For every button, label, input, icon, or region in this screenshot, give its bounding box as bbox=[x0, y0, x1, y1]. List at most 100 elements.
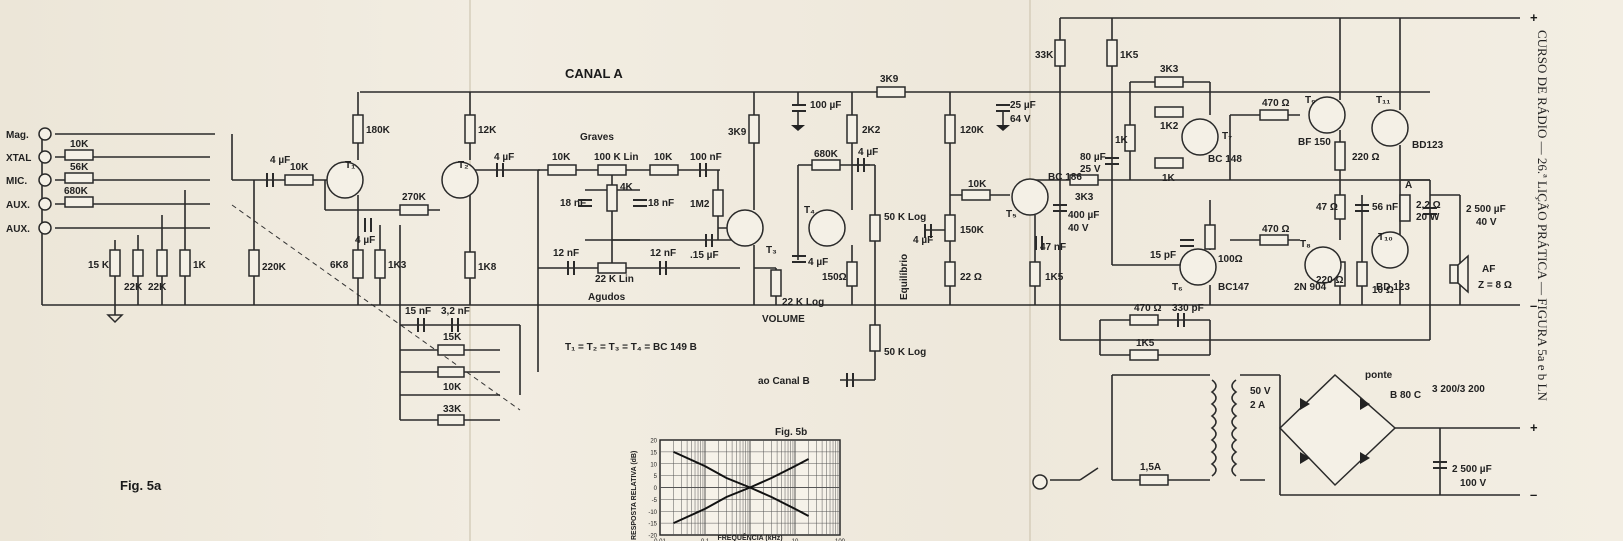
speaker-icon bbox=[1449, 264, 1459, 284]
resistor-label: 220 Ω bbox=[1316, 275, 1343, 286]
speaker-label: AF bbox=[1482, 264, 1495, 275]
transformer-secondary bbox=[1231, 379, 1238, 477]
resistor-label: 15K bbox=[443, 332, 462, 343]
transistor bbox=[1371, 109, 1409, 147]
resistor-label: 180K bbox=[366, 125, 391, 136]
agudos-label: Agudos bbox=[588, 292, 626, 303]
resistor-label: 50 K Log bbox=[884, 347, 926, 358]
transistor-label: BD 123 bbox=[1376, 282, 1410, 293]
resistor-label: 2K2 bbox=[862, 125, 881, 136]
capacitor-label: 25 µF bbox=[1010, 100, 1036, 111]
ground-icon bbox=[106, 111, 1010, 324]
resistor-label: 470 Ω bbox=[1262, 98, 1289, 109]
capacitor-label: 4 µF bbox=[913, 235, 933, 246]
resistor-label: 1K5 bbox=[1045, 272, 1064, 283]
input-label: Mag. bbox=[6, 130, 29, 141]
resistor-label: 100Ω bbox=[1218, 254, 1243, 265]
resistor-label: 1K2 bbox=[1160, 121, 1179, 132]
chart-ytick-label: 0 bbox=[654, 486, 658, 492]
resistor-label: 120K bbox=[960, 125, 985, 136]
input-label: AUX. bbox=[6, 200, 30, 211]
chart-ytick-label: -10 bbox=[648, 510, 657, 516]
resistor-label: 150K bbox=[960, 225, 985, 236]
chart-xtick-label: 0,1 bbox=[701, 539, 710, 541]
transistor bbox=[808, 209, 846, 247]
resistor-label: 3K9 bbox=[728, 127, 747, 138]
transistor-label: T₉ bbox=[1305, 95, 1316, 106]
transistor-label: T₆ bbox=[1172, 282, 1183, 293]
capacitor-label: 64 V bbox=[1010, 114, 1031, 125]
capacitor-label: 4 µF bbox=[270, 155, 290, 166]
input-jack bbox=[38, 221, 52, 235]
transistor-label: T₈ bbox=[1300, 239, 1311, 250]
resistor-label: 1K5 bbox=[1120, 50, 1139, 61]
input-label: XTAL bbox=[6, 153, 31, 164]
input-label: MIC. bbox=[6, 176, 27, 187]
resistor-label: 1K bbox=[1162, 173, 1176, 184]
resistor-label: 56K bbox=[70, 162, 89, 173]
chart-title: Fig. 5b bbox=[775, 427, 807, 438]
resistor-bodies bbox=[64, 39, 1411, 486]
capacitor-symbols bbox=[266, 104, 1447, 469]
transformer-voltage: 50 V bbox=[1250, 386, 1271, 397]
volume-label: VOLUME bbox=[762, 314, 805, 325]
resistor-label: 1K bbox=[1115, 135, 1129, 146]
labels: CANAL A Mag. XTAL MIC. AUX. AUX. 10K 56K… bbox=[6, 10, 1550, 502]
chart-ytick-label: 20 bbox=[650, 439, 657, 445]
resistor-label: 10K bbox=[290, 162, 309, 173]
transistor bbox=[726, 209, 764, 247]
equilibrio-label: Equilíbrio bbox=[899, 254, 910, 300]
resistor-label: 12K bbox=[478, 125, 497, 136]
resistor-label: 100 K Lin bbox=[594, 152, 638, 163]
chart-ytick-label: 10 bbox=[650, 462, 657, 468]
capacitor-label: 4 µF bbox=[808, 257, 828, 268]
transistor-label: BC 186 bbox=[1048, 172, 1082, 183]
transistor-label: T₅ bbox=[1006, 209, 1017, 220]
ganged-switch-dashed-line bbox=[231, 204, 521, 411]
resistor-label: 470 Ω bbox=[1262, 224, 1289, 235]
chart-ytick-label: -5 bbox=[652, 498, 658, 504]
point-a-label: A bbox=[1405, 180, 1412, 191]
ao-canal-b-label: ao Canal B bbox=[758, 376, 810, 387]
resistor-label: 680K bbox=[64, 186, 89, 197]
capacitor-label: 2 500 µF bbox=[1466, 204, 1506, 215]
figure-5a-label: Fig. 5a bbox=[120, 478, 162, 493]
impedance-label: Z = 8 Ω bbox=[1478, 280, 1512, 291]
capacitor-label: 47 nF bbox=[1040, 242, 1066, 253]
resistor-label: 1M2 bbox=[690, 199, 710, 210]
chart-ytick-label: -20 bbox=[648, 534, 657, 540]
resistor-label: 1K8 bbox=[478, 262, 497, 273]
resistor-label: 680K bbox=[814, 149, 839, 160]
resistor-label: 22K bbox=[148, 282, 167, 293]
resistor-label: 150Ω bbox=[822, 272, 847, 283]
capacitor-label: 4 µF bbox=[494, 152, 514, 163]
resistor-label: 3K3 bbox=[1075, 192, 1094, 203]
transformer-primary bbox=[1210, 379, 1217, 477]
resistor-label: 1K5 bbox=[1136, 338, 1155, 349]
transistor bbox=[1011, 178, 1049, 216]
resistor-label: 10K bbox=[552, 152, 571, 163]
chart-ytick-label: 15 bbox=[650, 450, 657, 456]
transistor-label: BC147 bbox=[1218, 282, 1250, 293]
negative-rail-label: – bbox=[1530, 298, 1537, 313]
capacitor-label: 80 µF bbox=[1080, 152, 1106, 163]
resistor-label: 4K bbox=[620, 182, 634, 193]
resistor-label: 3K3 bbox=[1160, 64, 1179, 75]
capacitor-label: 330 pF bbox=[1172, 303, 1204, 314]
power-switch bbox=[1079, 467, 1099, 481]
transistor bbox=[1179, 248, 1217, 286]
input-jack bbox=[38, 197, 52, 211]
mains-plug-icon bbox=[1032, 474, 1048, 490]
capacitor-label: 25 V bbox=[1080, 164, 1101, 175]
resistor-label: 1K bbox=[193, 260, 207, 271]
resistor-label: 10K bbox=[968, 179, 987, 190]
resistor-label: 22K bbox=[124, 282, 143, 293]
positive-rail-label: + bbox=[1530, 10, 1538, 25]
bridge-rating-label: 3 200/3 200 bbox=[1432, 384, 1485, 395]
resistor-label: 15 K bbox=[88, 260, 110, 271]
resistor-label: 3K9 bbox=[880, 74, 899, 85]
transistor bbox=[1304, 246, 1342, 284]
capacitor-label: 15 pF bbox=[1150, 250, 1176, 261]
capacitor-label: 15 nF bbox=[405, 306, 431, 317]
